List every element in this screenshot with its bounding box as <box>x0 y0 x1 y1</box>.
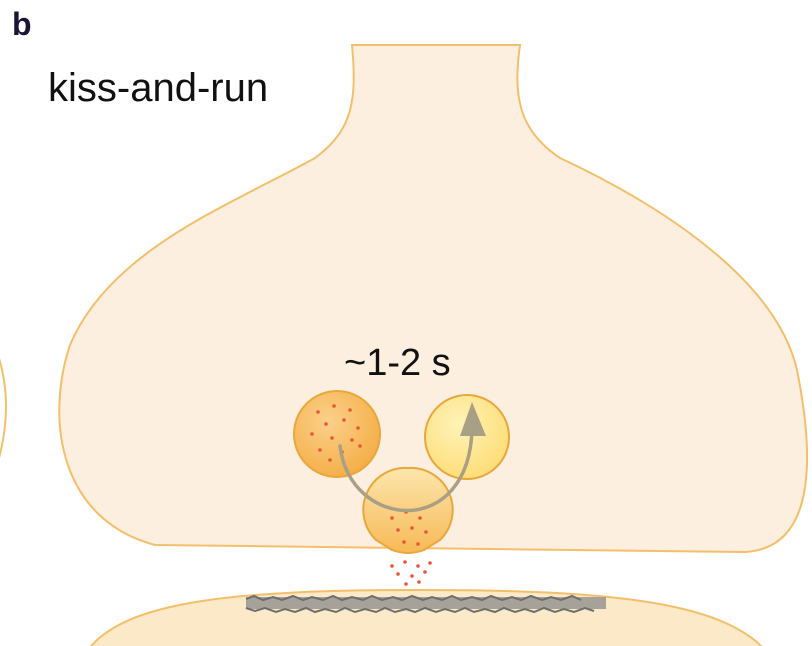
released-transmitter <box>390 560 432 586</box>
presynaptic-terminal <box>58 44 809 554</box>
time-label: ~1-2 s <box>344 342 451 384</box>
cycle-arrow <box>338 402 486 513</box>
panel-letter: b <box>12 6 32 42</box>
neighbor-terminal-edge <box>0 358 7 459</box>
vesicle-after-retrieval <box>424 394 510 480</box>
vesicle-before-fusion <box>293 390 381 478</box>
fusion-mode-title: kiss-and-run <box>48 66 269 110</box>
receptor-band <box>245 594 606 614</box>
